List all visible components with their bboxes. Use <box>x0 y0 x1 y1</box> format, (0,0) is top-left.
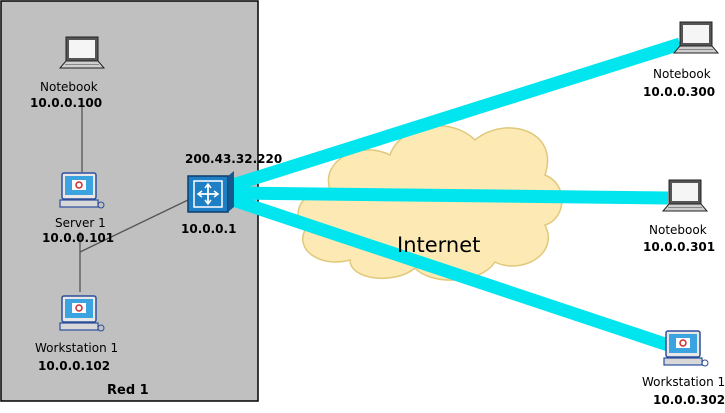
network-name: Red 1 <box>107 383 149 398</box>
laptop-icon[interactable] <box>59 36 105 69</box>
remote-notebook-2-ip: 10.0.0.301 <box>643 240 715 254</box>
lan-notebook-ip: 10.0.0.100 <box>30 96 102 110</box>
remote-workstation-ip: 10.0.0.302 <box>653 393 725 407</box>
lan-notebook-label: Notebook <box>40 80 98 94</box>
link-to-workstation-302 <box>227 192 671 352</box>
remote-notebook-2-label: Notebook <box>649 223 707 237</box>
link-to-notebook-300 <box>228 37 682 193</box>
remote-notebook-1-ip: 10.0.0.300 <box>643 85 715 99</box>
lan-workstation-ip: 10.0.0.102 <box>38 359 110 373</box>
router-public-ip: 200.43.32.220 <box>185 152 282 166</box>
wan-links <box>227 37 682 352</box>
laptop-icon[interactable] <box>673 21 719 54</box>
lan-server-label: Server 1 <box>55 216 106 230</box>
lan-wires <box>79 103 189 292</box>
link-to-notebook-301 <box>229 186 669 205</box>
router-private-ip: 10.0.0.1 <box>181 222 236 236</box>
router-icon[interactable] <box>187 171 234 213</box>
internet-label: Internet <box>397 233 480 257</box>
remote-notebook-1-label: Notebook <box>653 67 711 81</box>
lan-server-ip: 10.0.0.101 <box>42 231 114 245</box>
lan-workstation-label: Workstation 1 <box>35 341 118 355</box>
remote-workstation-label: Workstation 1 <box>642 375 725 389</box>
workstation-icon[interactable] <box>663 330 709 367</box>
laptop-icon[interactable] <box>662 179 708 212</box>
